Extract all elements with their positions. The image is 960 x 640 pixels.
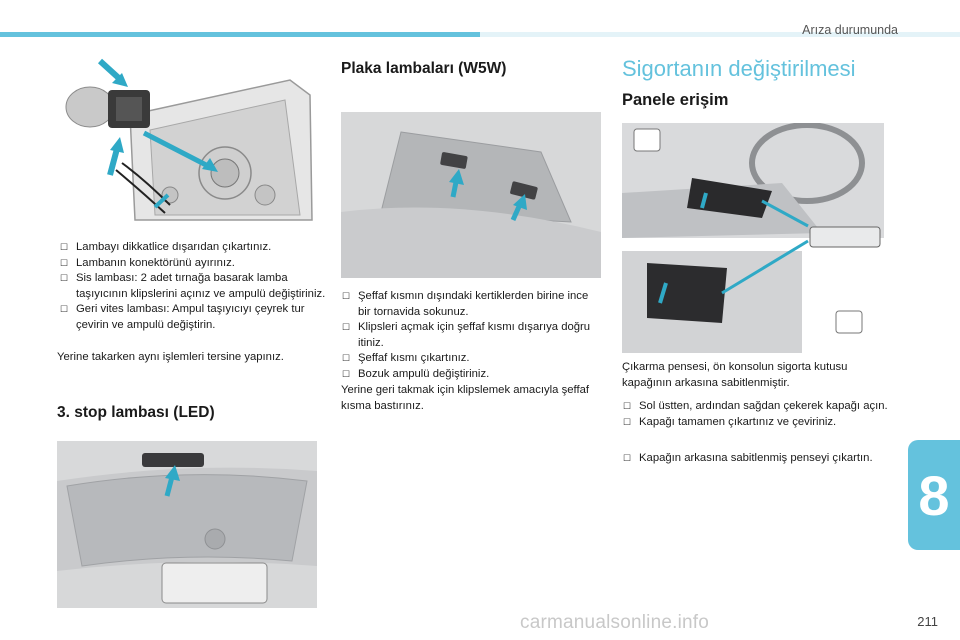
plate-lamp-heading: Plaka lambaları (W5W) bbox=[341, 60, 507, 77]
fuse-steps-b: ☐Kapağın arkasına sabitlenmiş penseyi çı… bbox=[623, 451, 888, 467]
list-item: ☐Şeffaf kısmın dışındaki kertiklerden bi… bbox=[342, 290, 589, 318]
fuse-box-illustration bbox=[622, 123, 884, 353]
checkbox-bullet-icon: ☐ bbox=[342, 368, 351, 379]
list-item: ☐Bozuk ampulü değiştiriniz. bbox=[342, 367, 602, 383]
checkbox-bullet-icon: ☐ bbox=[623, 453, 632, 463]
section-title: Arıza durumunda bbox=[802, 23, 898, 37]
checkbox-bullet-icon: ☐ bbox=[60, 304, 69, 314]
chapter-tab: 8 bbox=[908, 440, 960, 550]
checkbox-bullet-icon: ☐ bbox=[60, 273, 69, 283]
checkbox-bullet-icon: ☐ bbox=[60, 257, 69, 268]
checkbox-bullet-icon: ☐ bbox=[342, 322, 351, 332]
header-accent-bar bbox=[0, 32, 480, 37]
rear-lamp-illustration bbox=[60, 55, 325, 235]
list-item: ☐Geri vites lambası: Ampul taşıyıcıyı çe… bbox=[60, 303, 305, 331]
fuse-section-title: Sigortanın değiştirilmesi bbox=[622, 56, 856, 81]
rear-lamp-note: Yerine takarken aynı işlemleri tersine y… bbox=[57, 351, 284, 363]
checkbox-bullet-icon: ☐ bbox=[623, 416, 632, 427]
list-item: ☐Sol üstten, ardından sağdan çekerek kap… bbox=[623, 399, 888, 415]
plate-lamp-steps: ☐Şeffaf kısmın dışındaki kertiklerden bi… bbox=[342, 289, 602, 382]
stop-lamp-heading: 3. stop lambası (LED) bbox=[57, 404, 215, 421]
list-item: ☐Lambanın konektörünü ayırınız. bbox=[60, 256, 330, 272]
list-item: ☐Şeffaf kısmı çıkartınız. bbox=[342, 351, 602, 367]
header-light-bar bbox=[480, 32, 960, 37]
checkbox-bullet-icon: ☐ bbox=[623, 401, 632, 411]
fuse-steps-a: ☐Sol üstten, ardından sağdan çekerek kap… bbox=[623, 399, 888, 430]
page-number: 211 bbox=[917, 614, 938, 629]
checkbox-bullet-icon: ☐ bbox=[342, 353, 351, 363]
panel-access-heading: Panele erişim bbox=[622, 91, 729, 109]
list-item: ☐Kapağın arkasına sabitlenmiş penseyi çı… bbox=[623, 451, 888, 467]
checkbox-bullet-icon: ☐ bbox=[60, 242, 69, 252]
list-item: ☐Sis lambası: 2 adet tırnağa basarak lam… bbox=[60, 272, 326, 300]
plate-lamp-illustration bbox=[341, 112, 601, 278]
rear-lamp-steps: ☐Lambayı dikkatlice dışarıdan çıkartınız… bbox=[60, 240, 330, 333]
fuse-intro: Çıkarma pensesi, ön konsolun sigorta kut… bbox=[622, 361, 848, 389]
checkbox-bullet-icon: ☐ bbox=[342, 291, 351, 301]
list-item: ☐Lambayı dikkatlice dışarıdan çıkartınız… bbox=[60, 240, 330, 256]
list-item: ☐Kapağı tamamen çıkartınız ve çeviriniz. bbox=[623, 415, 888, 431]
stop-lamp-illustration bbox=[57, 441, 317, 608]
chapter-number: 8 bbox=[918, 464, 950, 527]
watermark: carmanualsonline.info bbox=[520, 612, 710, 633]
plate-lamp-note: Yerine geri takmak için klipslemek amacı… bbox=[341, 384, 590, 412]
list-item: ☐Klipsleri açmak için şeffaf kısmı dışar… bbox=[342, 321, 591, 349]
